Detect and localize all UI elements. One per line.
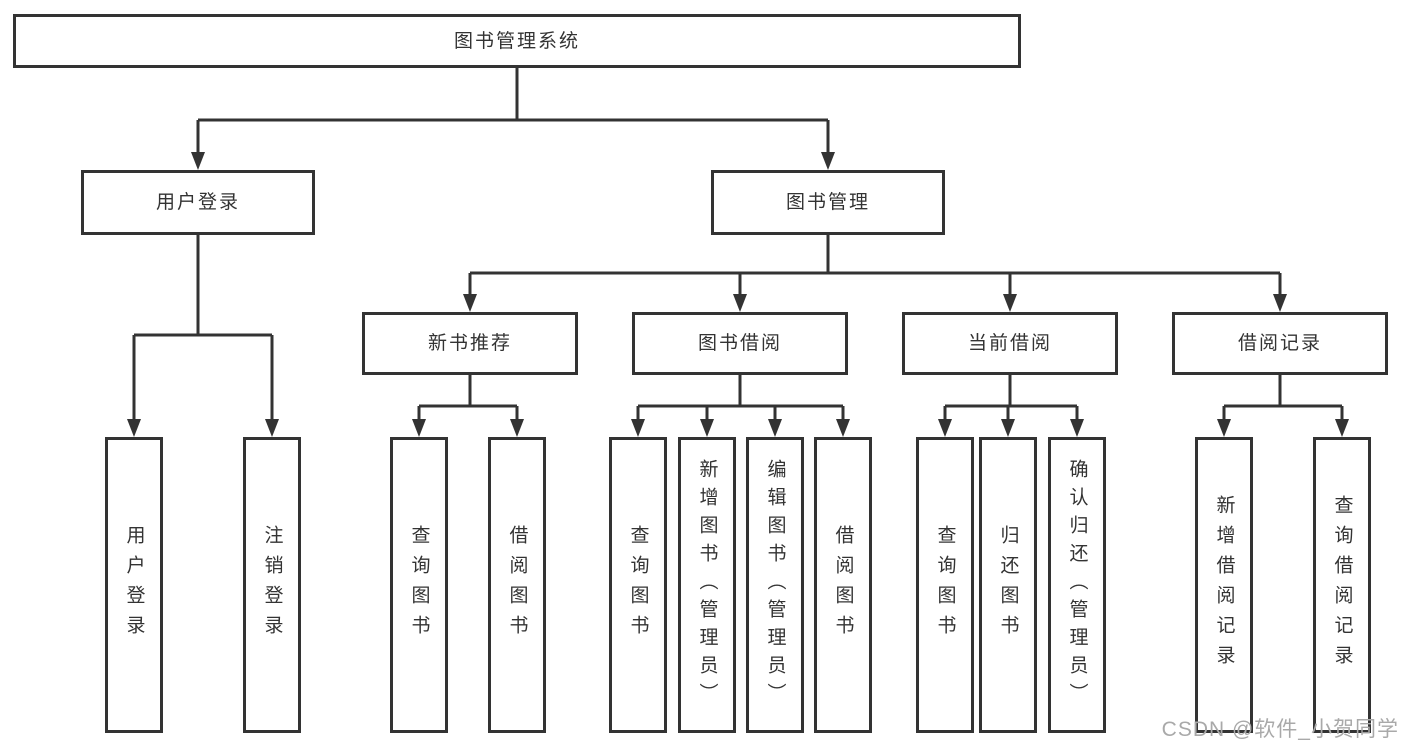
connector-new-book <box>417 375 519 420</box>
arrowhead-book-borrow <box>733 294 747 312</box>
node-leaf-rec-query: 查询借阅记录 <box>1313 437 1371 733</box>
node-leaf-cur-return: 归还图书 <box>979 437 1037 733</box>
node-leaf-cur-query: 查询图书 <box>916 437 974 733</box>
arrowheads <box>127 152 1349 437</box>
node-book-mgmt: 图书管理 <box>711 170 945 235</box>
node-leaf-bw-query: 查询图书 <box>609 437 667 733</box>
arrowhead-leaf-rec-query <box>1335 419 1349 437</box>
arrowhead-leaf-bw-query <box>631 419 645 437</box>
node-leaf-bw-borrow: 借阅图书 <box>814 437 872 733</box>
leaf-bw-borrow-label: 借阅图书 <box>832 525 854 645</box>
leaf-cur-query-label: 查询图书 <box>934 525 956 645</box>
arrowhead-new-book <box>463 294 477 312</box>
arrowhead-leaf-bw-borrow <box>836 419 850 437</box>
arrowhead-leaf-cur-query <box>938 419 952 437</box>
leaf-rec-add-label: 新增借阅记录 <box>1213 495 1235 675</box>
connector-book-borrow <box>636 375 845 420</box>
leaf-bw-add-label: 新增图书（管理员） <box>696 459 718 711</box>
leaf-user-login-label: 用户登录 <box>123 525 145 645</box>
node-book-mgmt-label: 图书管理 <box>785 192 870 213</box>
leaf-logout-label: 注销登录 <box>261 525 283 645</box>
node-current-borrow-label: 当前借阅 <box>967 333 1052 354</box>
arrowhead-book-mgmt <box>821 152 835 170</box>
leaf-cur-confirm-label: 确认归还（管理员） <box>1066 459 1088 711</box>
node-leaf-rec-add: 新增借阅记录 <box>1195 437 1253 733</box>
connector-root <box>196 68 830 153</box>
node-borrow-records-label: 借阅记录 <box>1237 333 1322 354</box>
leaf-nb-borrow-label: 借阅图书 <box>506 525 528 645</box>
node-leaf-user-login: 用户登录 <box>105 437 163 733</box>
node-root: 图书管理系统 <box>13 14 1021 68</box>
leaf-bw-edit-label: 编辑图书（管理员） <box>764 459 786 711</box>
csdn-watermark: CSDN @软件_小贺同学 <box>1161 718 1399 741</box>
connector-user-login <box>132 235 274 420</box>
connector-borrow-records <box>1222 375 1344 420</box>
leaf-nb-query-label: 查询图书 <box>408 525 430 645</box>
node-user-login: 用户登录 <box>81 170 315 235</box>
node-leaf-bw-edit: 编辑图书（管理员） <box>746 437 804 733</box>
arrowhead-leaf-bw-add <box>700 419 714 437</box>
node-leaf-logout: 注销登录 <box>243 437 301 733</box>
connector-book-mgmt <box>468 235 1282 295</box>
connector-strokes <box>132 68 1344 420</box>
arrowhead-current-borrow <box>1003 294 1017 312</box>
node-leaf-nb-query: 查询图书 <box>390 437 448 733</box>
arrowhead-leaf-logout <box>265 419 279 437</box>
leaf-bw-query-label: 查询图书 <box>627 525 649 645</box>
node-leaf-nb-borrow: 借阅图书 <box>488 437 546 733</box>
arrowhead-leaf-nb-borrow <box>510 419 524 437</box>
leaf-rec-query-label: 查询借阅记录 <box>1331 495 1353 675</box>
arrowhead-leaf-user-login <box>127 419 141 437</box>
node-root-label: 图书管理系统 <box>453 30 580 52</box>
arrowhead-user-login <box>191 152 205 170</box>
node-new-book-label: 新书推荐 <box>427 333 512 354</box>
connector-current-borrow <box>943 375 1079 420</box>
arrowhead-leaf-rec-add <box>1217 419 1231 437</box>
arrowhead-leaf-nb-query <box>412 419 426 437</box>
node-leaf-cur-confirm: 确认归还（管理员） <box>1048 437 1106 733</box>
arrowhead-borrow-records <box>1273 294 1287 312</box>
arrowhead-leaf-cur-return <box>1001 419 1015 437</box>
arrowhead-leaf-cur-confirm <box>1070 419 1084 437</box>
arrowhead-leaf-bw-edit <box>768 419 782 437</box>
node-book-borrow: 图书借阅 <box>632 312 848 375</box>
node-user-login-label: 用户登录 <box>155 192 240 213</box>
node-leaf-bw-add: 新增图书（管理员） <box>678 437 736 733</box>
node-new-book: 新书推荐 <box>362 312 578 375</box>
leaf-cur-return-label: 归还图书 <box>997 525 1019 645</box>
node-borrow-records: 借阅记录 <box>1172 312 1388 375</box>
node-current-borrow: 当前借阅 <box>902 312 1118 375</box>
node-book-borrow-label: 图书借阅 <box>697 333 782 354</box>
